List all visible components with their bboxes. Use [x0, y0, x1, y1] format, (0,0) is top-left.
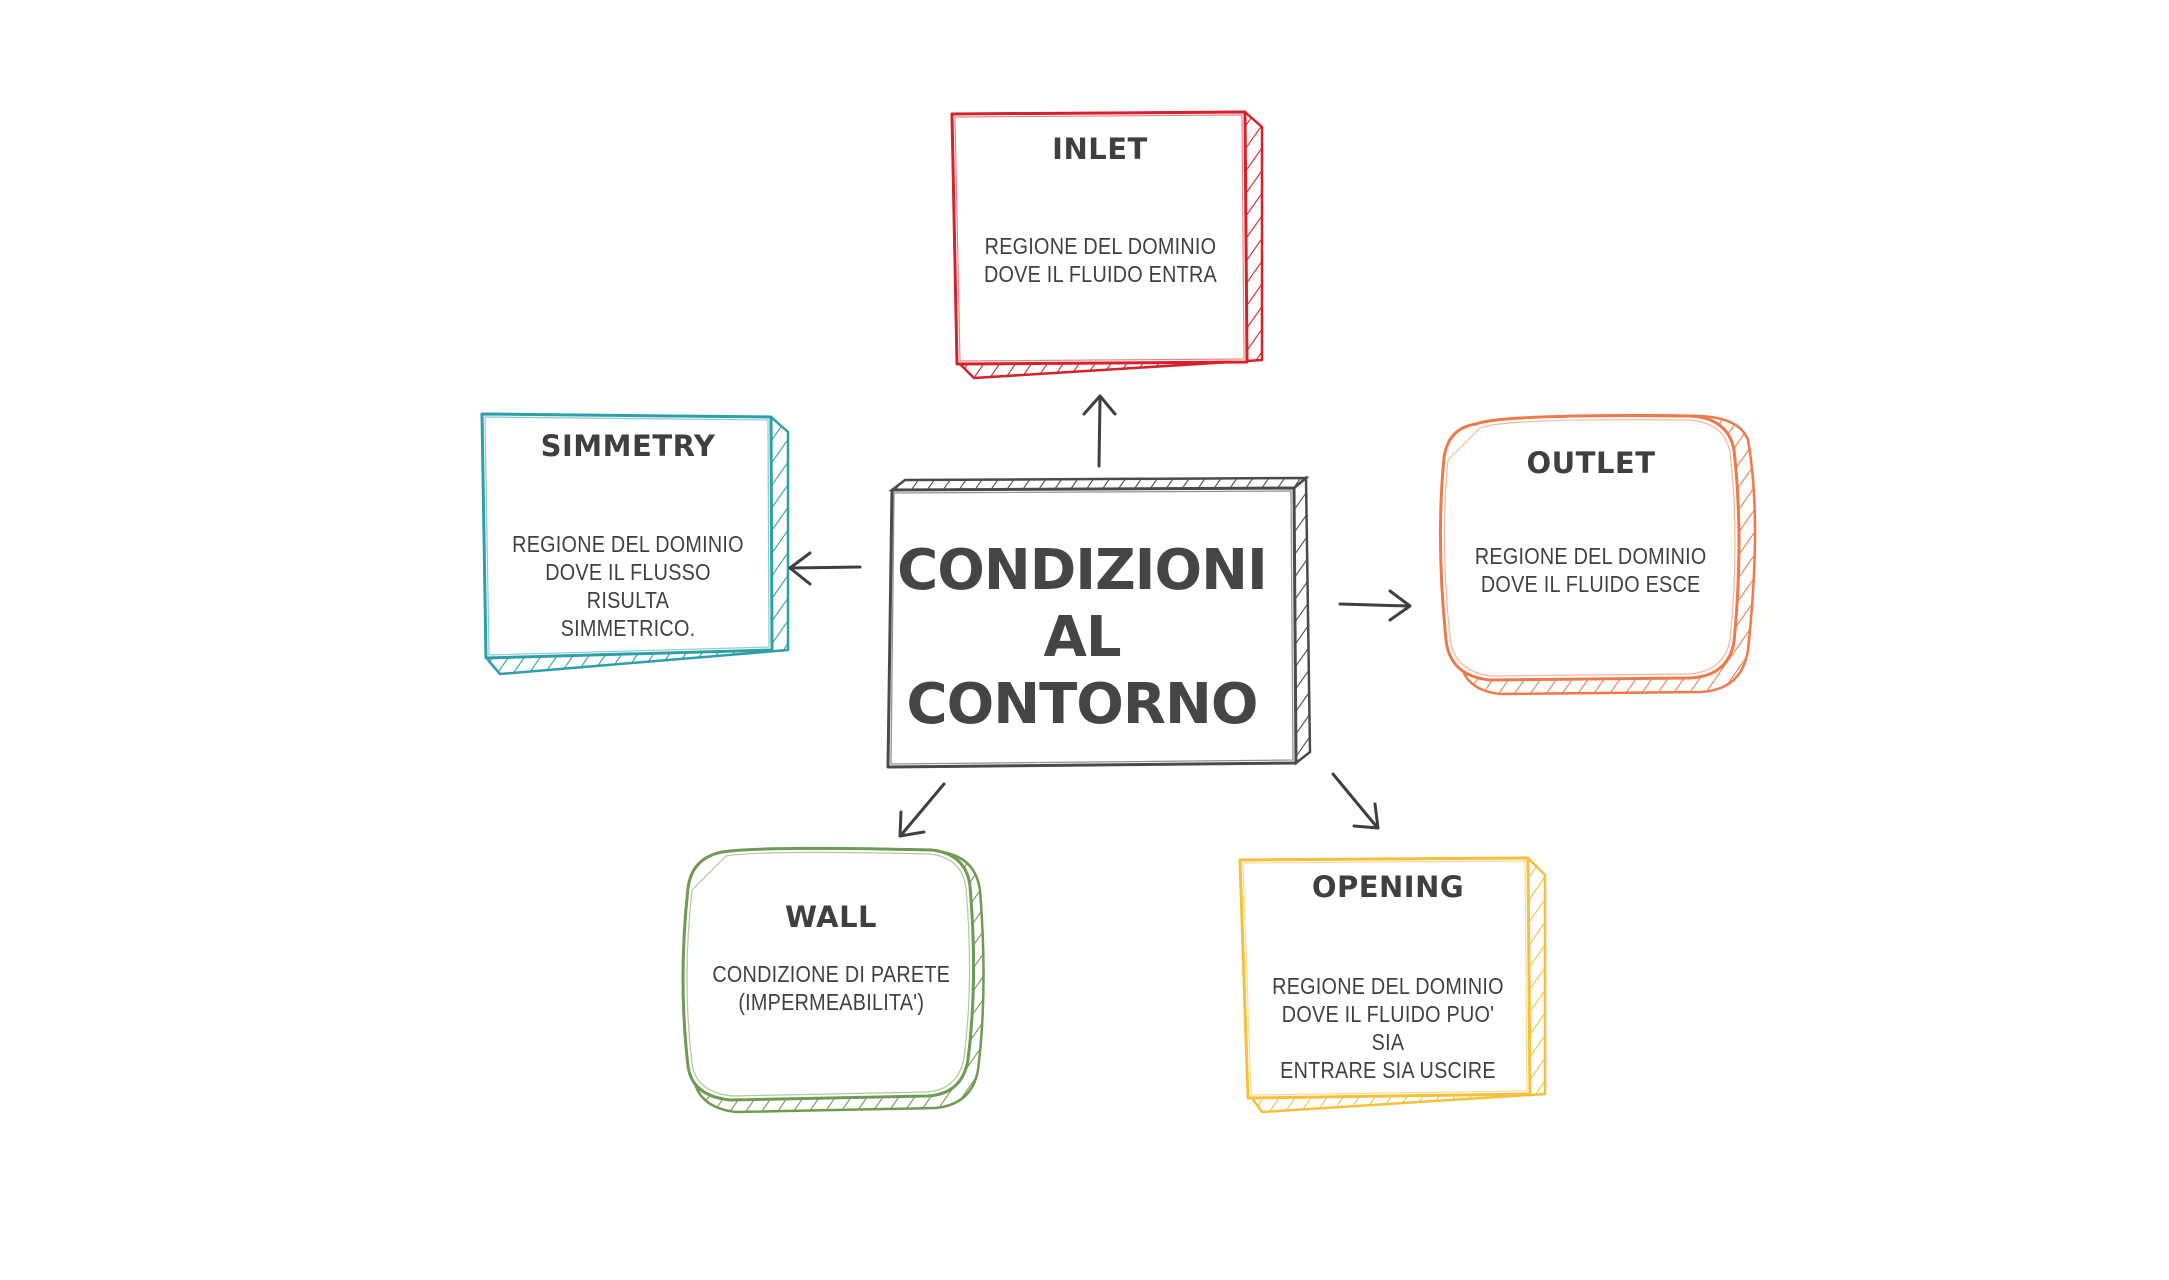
opening-node-desc: REGIONE DEL DOMINIO DOVE IL FLUIDO PUO' …: [1272, 973, 1504, 1083]
inlet-node: INLET REGIONE DEL DOMINIO DOVE IL FLUIDO…: [960, 132, 1240, 288]
wall-node-desc: CONDIZIONE DI PARETE (IMPERMEABILITA'): [712, 961, 950, 1015]
wall-node-title: WALL: [784, 900, 878, 934]
opening-node-title: OPENING: [1311, 870, 1465, 904]
simmetry-node: SIMMETRY REGIONE DEL DOMINIO DOVE IL FLU…: [488, 429, 768, 642]
wall-node-shape: [681, 846, 985, 1114]
simmetry-node-title: SIMMETRY: [540, 429, 716, 463]
center-node: [886, 475, 1312, 769]
center-node-label: CONDIZIONI AL CONTORNO: [897, 538, 1268, 737]
edge-center-opening: [1331, 772, 1380, 830]
inlet-node-title: INLET: [1052, 132, 1148, 166]
simmetry-node-shape: [480, 412, 790, 676]
inlet-node-desc: REGIONE DEL DOMINIO DOVE IL FLUIDO ENTRA: [983, 233, 1217, 287]
outlet-node-title: OUTLET: [1526, 446, 1656, 480]
opening-node: OPENING REGIONE DEL DOMINIO DOVE IL FLUI…: [1246, 870, 1530, 1084]
simmetry-node-desc: REGIONE DEL DOMINIO DOVE IL FLUSSO RISUL…: [512, 531, 744, 641]
edge-center-inlet: [1082, 394, 1117, 468]
wall-node: WALL CONDIZIONE DI PARETE (IMPERMEABILIT…: [690, 900, 972, 1016]
outlet-node-shape: [1438, 413, 1757, 696]
inlet-node-shape: [950, 110, 1264, 380]
outlet-node: OUTLET REGIONE DEL DOMINIO DOVE IL FLUID…: [1456, 446, 1726, 598]
opening-node-shape: [1238, 856, 1547, 1114]
edge-center-simmetry: [788, 551, 862, 586]
edge-center-outlet: [1338, 589, 1412, 622]
edge-center-wall: [898, 782, 946, 838]
outlet-node-desc: REGIONE DEL DOMINIO DOVE IL FLUIDO ESCE: [1475, 543, 1707, 597]
